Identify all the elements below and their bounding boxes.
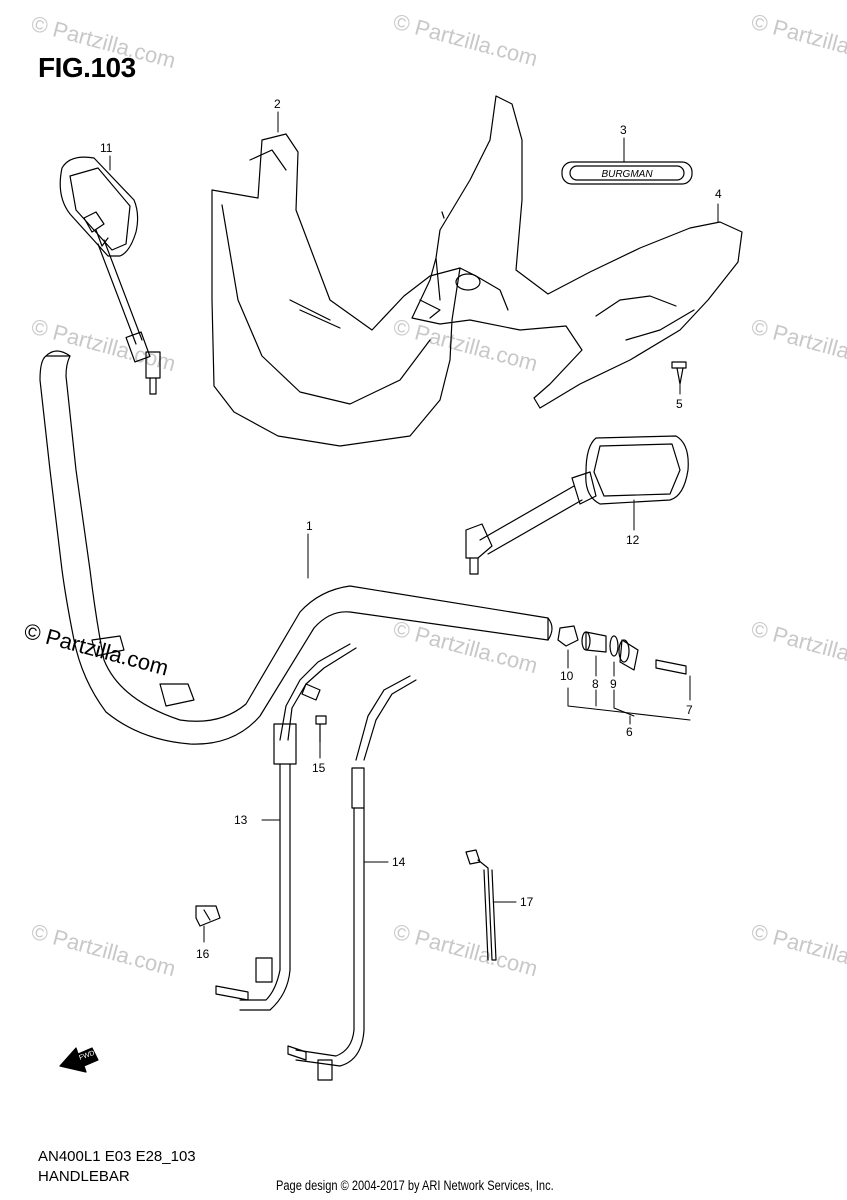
callout-8: 8 <box>592 677 599 691</box>
callout-16: 16 <box>196 947 210 961</box>
clamp-16 <box>195 905 221 927</box>
watermark: © Partzilla.com <box>29 314 179 377</box>
watermark: © Partzilla.com <box>391 919 541 982</box>
callout-9: 9 <box>610 677 617 691</box>
callout-6: 6 <box>626 725 633 739</box>
callout-10: 10 <box>560 669 574 683</box>
callout-17: 17 <box>520 895 534 909</box>
left-mirror <box>59 156 161 395</box>
right-mirror <box>465 435 689 575</box>
screw-5 <box>671 361 687 385</box>
callout-2: 2 <box>274 97 281 111</box>
watermark: © Partzilla.com <box>749 314 847 377</box>
callout-14: 14 <box>392 855 406 869</box>
bolt-15 <box>315 715 327 743</box>
throttle-cable-13 <box>215 643 357 1011</box>
callout-7: 7 <box>686 703 693 717</box>
watermark: © Partzilla.com <box>749 9 847 72</box>
callout-numbers: 1 2 3 4 5 6 7 8 9 10 11 12 13 14 15 16 1… <box>100 97 722 961</box>
emblem-text: BURGMAN <box>601 169 653 180</box>
handlebar <box>39 350 553 745</box>
cable-tie-17 <box>465 849 497 961</box>
watermark: © Partzilla.com <box>391 616 541 679</box>
leader-lines <box>109 111 719 943</box>
emblem <box>561 161 693 185</box>
bar-end-set <box>557 625 687 675</box>
throttle-cable-14 <box>287 675 417 1081</box>
page-footer: Page design © 2004-2017 by ARI Network S… <box>276 1178 554 1193</box>
callout-15: 15 <box>312 761 326 775</box>
callout-3: 3 <box>620 123 627 137</box>
fwd-arrow-icon <box>59 1047 99 1073</box>
model-code: AN400L1 E03 E28_103 <box>38 1148 196 1165</box>
callout-4: 4 <box>715 187 722 201</box>
watermark-group: © Partzilla.com © Partzilla.com © Partzi… <box>29 9 847 982</box>
rear-handle-cover <box>411 95 743 409</box>
watermark: © Partzilla.com <box>29 919 179 982</box>
callout-1: 1 <box>306 519 313 533</box>
watermark: © Partzilla.com <box>391 314 541 377</box>
callout-11: 11 <box>100 141 113 155</box>
callout-5: 5 <box>676 397 683 411</box>
watermark: © Partzilla.com <box>391 9 541 72</box>
callout-12: 12 <box>626 533 640 547</box>
callout-13: 13 <box>234 813 248 827</box>
watermark: © Partzilla.com <box>749 919 847 982</box>
front-handle-cover <box>211 133 461 447</box>
watermark: © Partzilla.com <box>749 616 847 679</box>
figure-title: FIG.103 <box>38 52 136 83</box>
diagram-caption: HANDLEBAR <box>38 1168 130 1185</box>
